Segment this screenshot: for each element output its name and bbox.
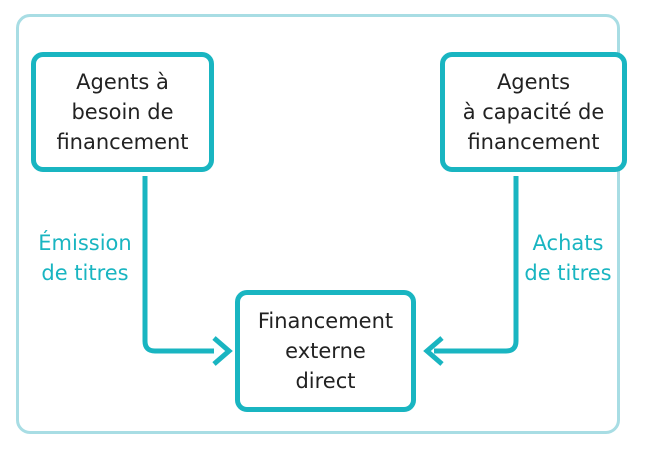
connector-left <box>142 176 214 354</box>
node-financement-externe-direct: Financement externe direct <box>235 290 416 412</box>
edge-label-line: de titres <box>41 261 129 285</box>
diagram-frame <box>16 14 620 434</box>
node-label-line: Agents à <box>76 70 169 94</box>
node-label-line: besoin de <box>71 100 174 124</box>
connector-right <box>434 176 519 354</box>
node-agents-besoin-financement: Agents à besoin de financement <box>31 52 214 172</box>
node-agents-capacite-financement: Agents à capacité de financement <box>440 52 627 172</box>
node-label-line: Financement <box>257 309 394 333</box>
edge-label-achats-titres: Achats de titres <box>516 228 620 288</box>
edge-label-emission-titres: Émission de titres <box>30 228 140 288</box>
node-label-line: direct <box>295 369 356 393</box>
edge-label-line: de titres <box>524 261 612 285</box>
node-label-line: à capacité de <box>462 100 605 124</box>
arrowhead-right <box>423 336 444 366</box>
edge-label-line: Achats <box>532 231 604 255</box>
arrowhead-left <box>212 336 233 366</box>
node-label-line: Agents <box>496 70 571 94</box>
node-label-line: financement <box>56 130 189 154</box>
edge-label-line: Émission <box>38 231 132 255</box>
node-label-line: externe <box>285 339 366 363</box>
node-label-line: financement <box>467 130 600 154</box>
